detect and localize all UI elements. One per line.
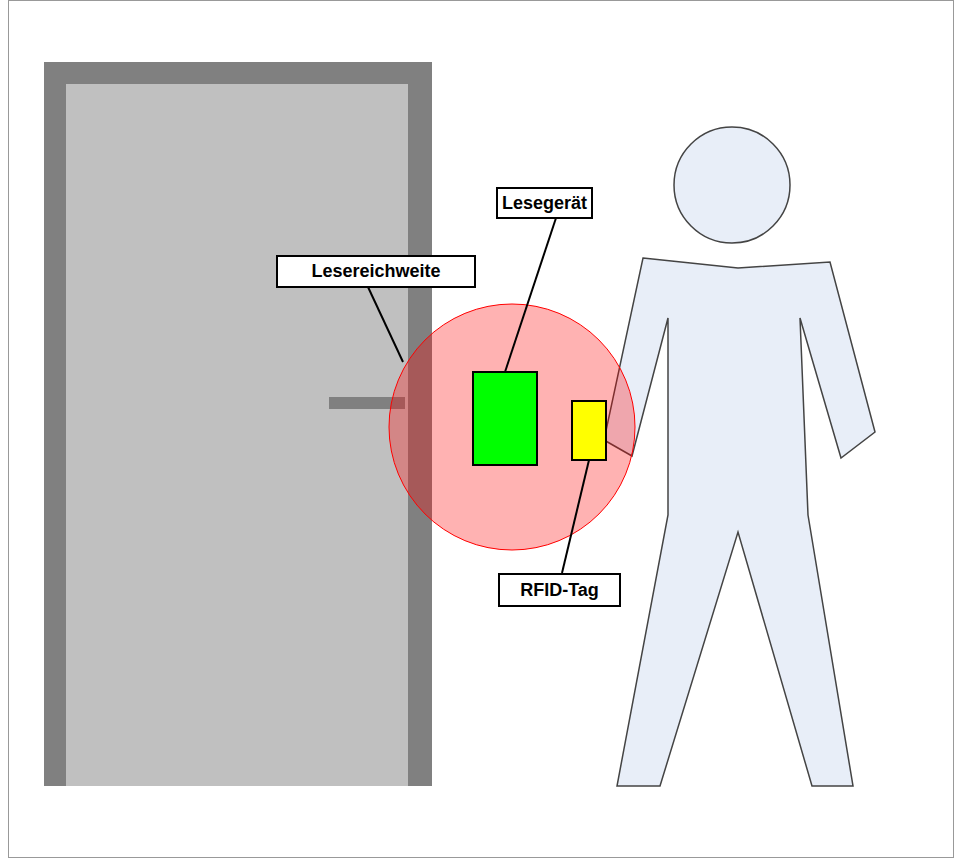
read-range-circle [389, 304, 635, 550]
page-frame [9, 1, 954, 858]
callout-label: Lesereichweite [311, 261, 440, 282]
leader-line [368, 287, 403, 362]
door-leaf [66, 84, 408, 786]
person-body [604, 258, 875, 786]
callout-box: RFID-Tag [498, 573, 621, 607]
callout-box: Lesegerät [496, 187, 593, 219]
reader-device [473, 372, 537, 465]
door-frame [44, 62, 432, 786]
callout-box: Lesereichweite [276, 255, 476, 288]
leader-line [505, 218, 556, 372]
callout-label: RFID-Tag [520, 580, 599, 601]
rfid-tag [572, 401, 606, 460]
leader-line [562, 460, 589, 573]
person-head [674, 127, 790, 243]
callout-label: Lesegerät [502, 193, 587, 214]
